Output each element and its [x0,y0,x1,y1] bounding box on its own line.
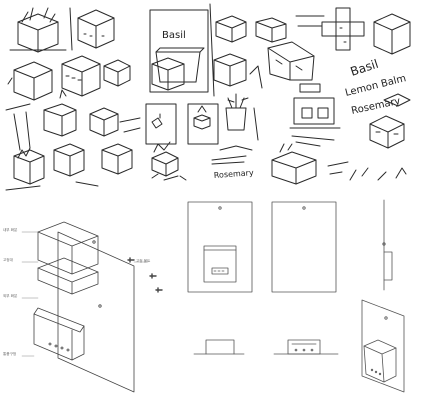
bottom-view-left [194,340,244,354]
orthographic-views [188,200,404,392]
sketch-area: Basil [6,4,410,190]
label-outer-container: 외부 화분 [3,293,18,298]
screw-icon [156,288,162,292]
wall-panel [58,232,134,392]
exploded-view-labels: 내부 화분 고정대 외부 화분 고정 볼트 통풍구멍 [3,227,151,356]
sketch-middle-boxes [152,42,320,92]
sketch-left-column [6,56,130,110]
label-rosemary-small: Rosemary [214,168,255,180]
inner-container [38,222,98,274]
sketch-wall-panels [146,94,258,144]
sketch-basil-box: Basil [150,4,214,96]
sketch-box-top-left [10,8,66,52]
label-wall-bolt: 고정 볼트 [136,258,151,263]
sketch-wall-units [290,94,410,148]
label-basil-box: Basil [162,30,186,41]
label-inner-container: 내부 화분 [3,227,18,232]
sketch-box-net [322,8,410,54]
label-drain-holes: 통풍구멍 [3,351,16,356]
label-support: 고정대 [3,257,13,262]
sketch-small-boxes [216,16,324,42]
screw-icon [128,258,134,262]
sketch-box-cube [70,8,114,50]
sketch-plant-boxes [14,90,140,150]
bottom-view-right [274,340,338,354]
front-view-with-pot [188,202,252,292]
outer-container [34,308,84,360]
bolt-icon [93,241,95,243]
exploded-view [22,222,162,392]
bolt-icon [99,305,101,307]
sketch-left-bottom [6,144,132,190]
screw-icon [150,274,156,278]
isometric-wall-pot [362,300,404,392]
label-rosemary: Rosemary [350,96,401,117]
support-plate [38,258,98,294]
side-view [383,200,392,290]
front-view-panel [272,202,336,292]
label-basil: Basil [349,57,380,79]
sketch-bottom-row [152,142,348,184]
